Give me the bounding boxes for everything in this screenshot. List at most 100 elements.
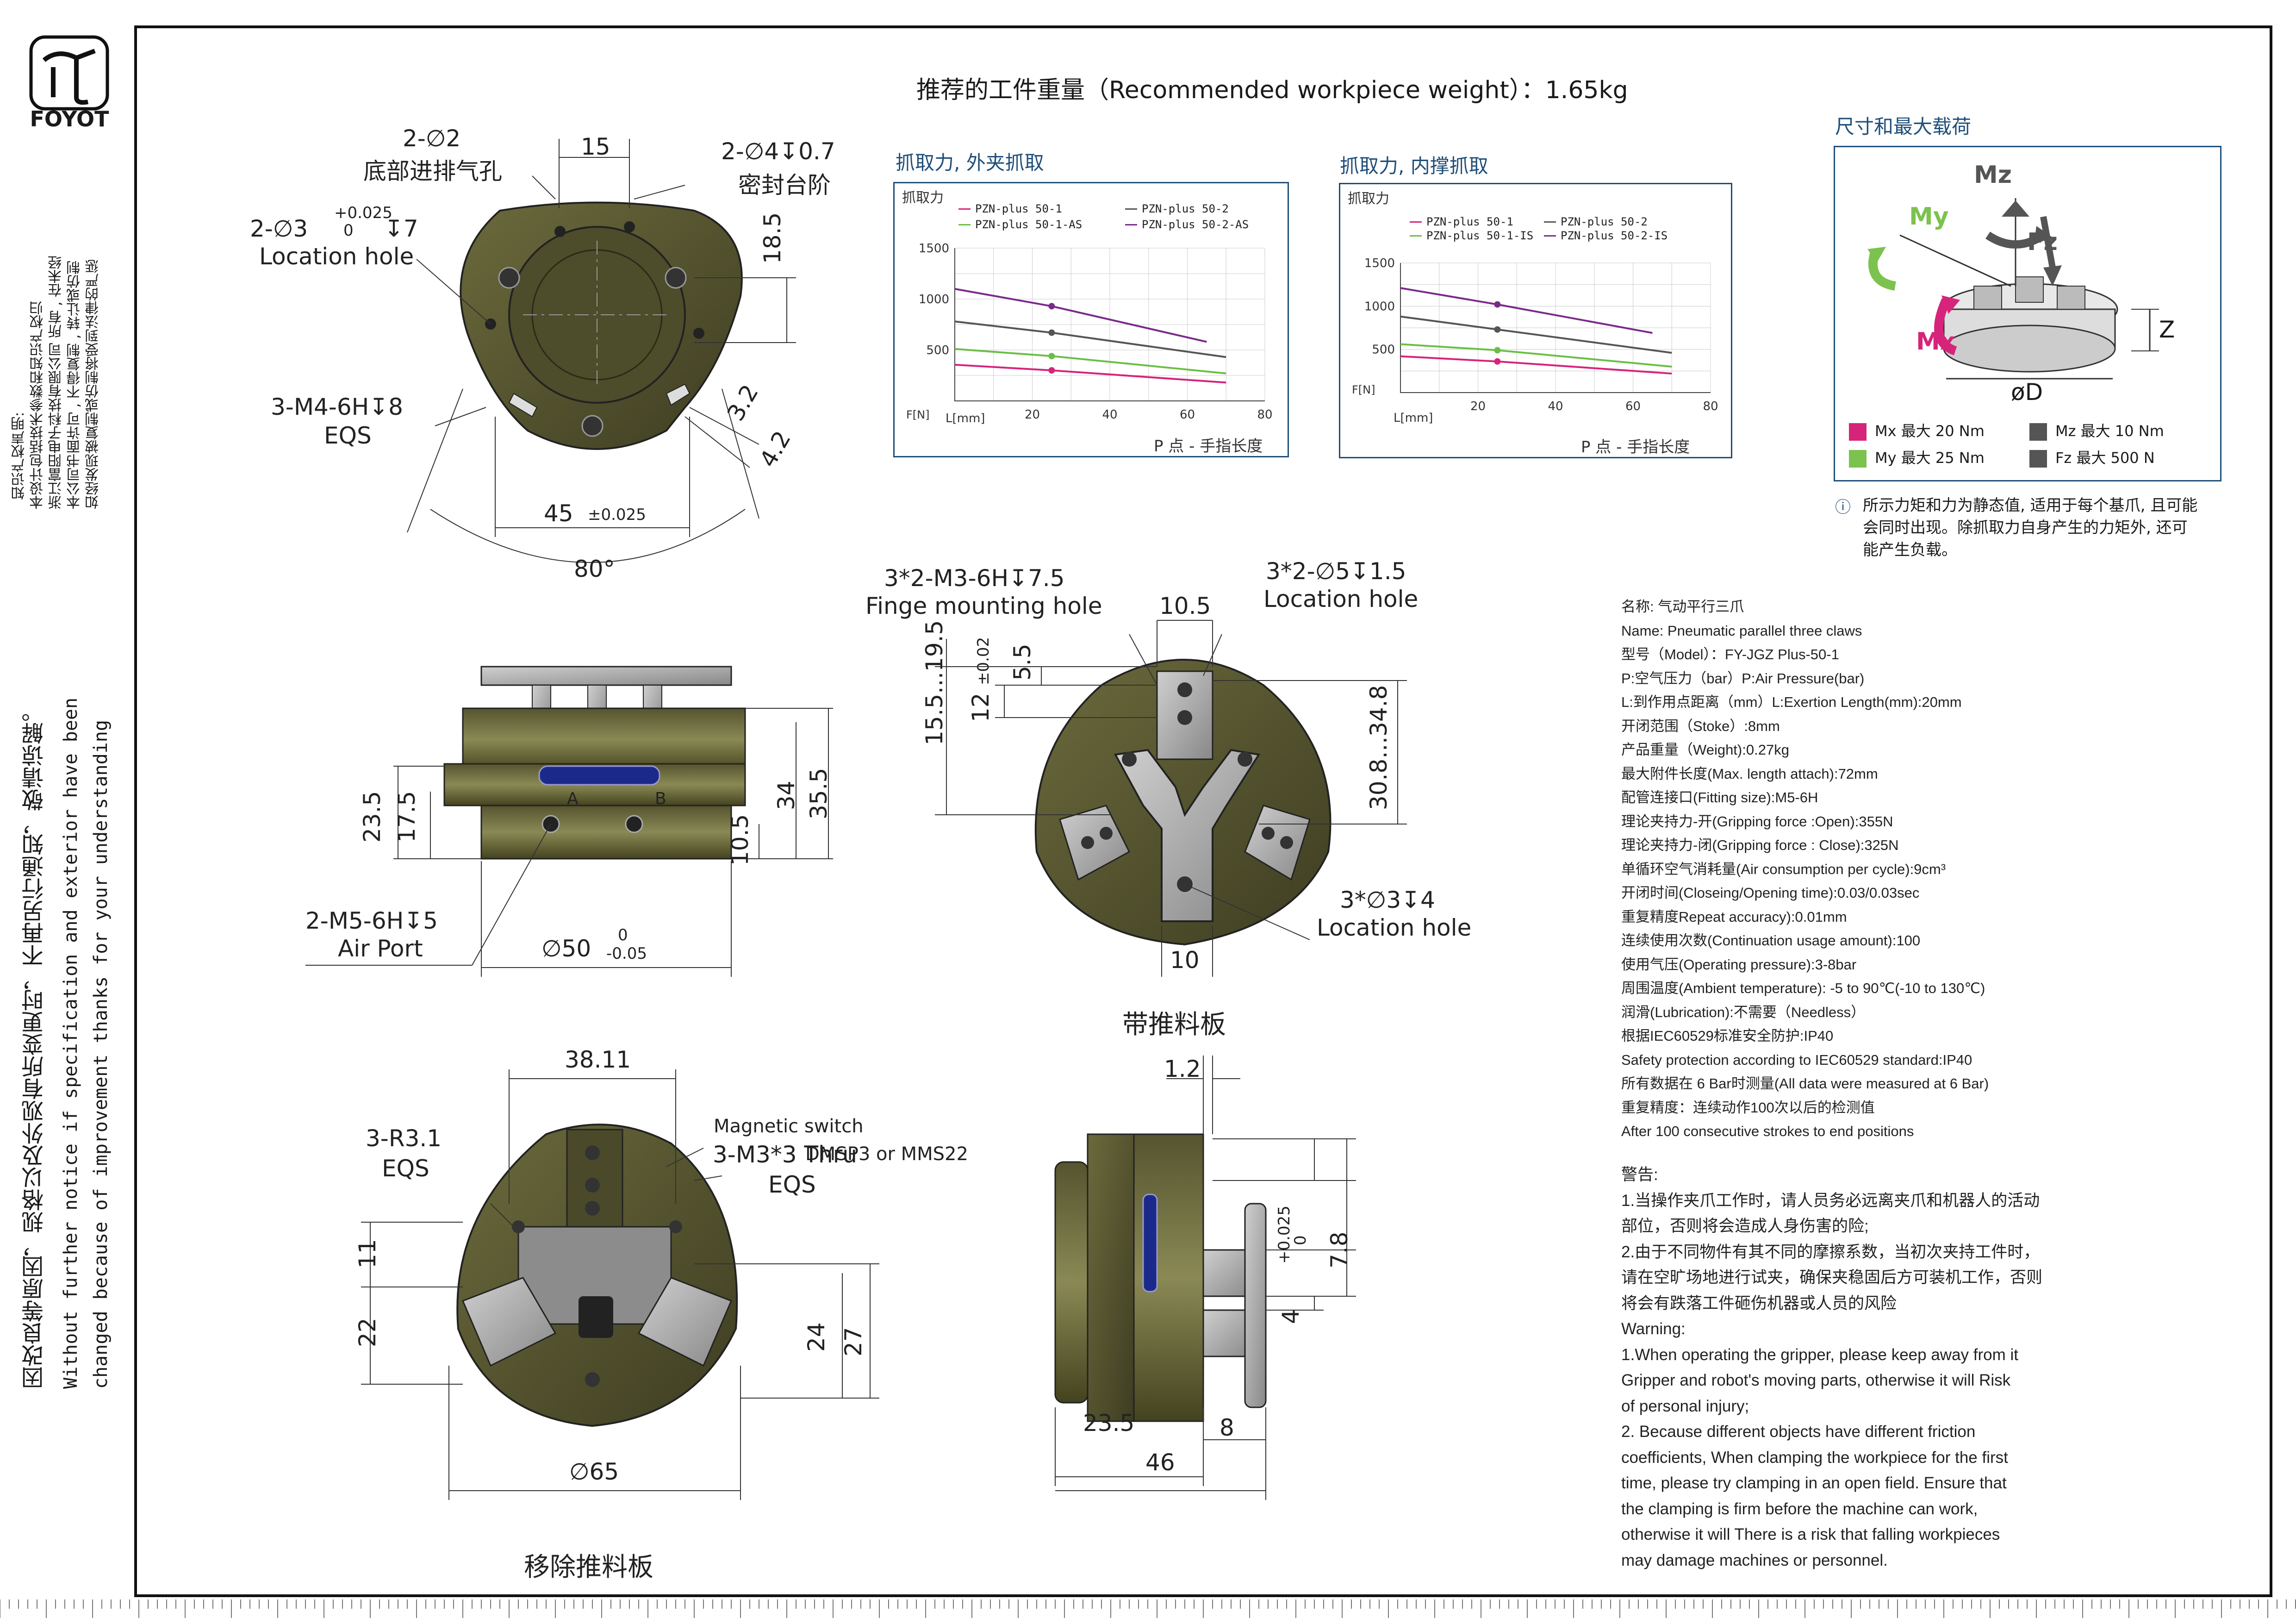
dim-label: Location hole <box>1317 914 1472 941</box>
dim-label: 3-M3*3 Thru <box>713 1141 857 1168</box>
chart-axis <box>954 248 1265 401</box>
dim-label: 11 <box>354 1239 381 1268</box>
legend-swatch <box>1544 235 1556 237</box>
mx-label: Mx <box>1916 328 1956 356</box>
warning-line: may damage machines or personnel. <box>1621 1551 1888 1569</box>
x-tick-label: 40 <box>1548 400 1563 413</box>
dim-label: 2-∅4↧0.7 <box>721 138 835 165</box>
screw-head <box>581 415 604 437</box>
spec-line: 开闭时间(Closeing/Opening time):0.03/0.03sec <box>1621 885 1920 901</box>
legend-swatch <box>1410 221 1422 223</box>
dim-label: ∅65 <box>569 1458 619 1485</box>
dim-tolerance: 0 <box>1291 1235 1310 1245</box>
load-mz-text: Mz 最大 10 Nm <box>2055 422 2164 440</box>
spec-line: 名称: 气动平行三爪 <box>1621 599 1744 615</box>
x-tick-label: 60 <box>1180 408 1195 422</box>
chart-xlabel: P 点 - 手指长度 <box>1154 437 1263 456</box>
legend-swatch <box>958 208 971 210</box>
warning-line: time, please try clamping in an open fie… <box>1621 1474 2007 1492</box>
air-hole <box>554 226 566 237</box>
center-plate <box>517 1226 672 1325</box>
spec-line: 润滑(Lubrication):不需要（Needless） <box>1621 1004 1866 1020</box>
screw-head <box>498 267 520 289</box>
dim-label: 35.5 <box>805 768 832 819</box>
y-tick-label: 1000 <box>1364 300 1395 313</box>
legend-swatch <box>1544 221 1556 223</box>
dim-label: 2-∅3 <box>250 215 308 242</box>
front-view <box>935 620 1407 977</box>
profile-view <box>1054 1056 1356 1500</box>
legend-label: PZN-plus 50-1-AS <box>975 218 1083 231</box>
load-mx-text: Mx 最大 20 Nm <box>1875 422 1985 440</box>
dim-label: 10.5 <box>1159 593 1211 619</box>
legend-swatch <box>1125 224 1137 225</box>
dim-label: 7.8 <box>1326 1231 1353 1268</box>
dim-label: 8 <box>1220 1414 1234 1441</box>
diameter-label: øD <box>2011 379 2043 406</box>
dim-label: 23.5 <box>359 791 386 843</box>
series-point <box>1494 347 1501 354</box>
warning-line: 请在空旷场地进行试夹，确保夹稳固后方可装机工作，否则 <box>1621 1268 2043 1287</box>
load-fz: Fz 最大 500 N <box>2029 446 2155 468</box>
dim-label: 1.2 <box>1164 1056 1201 1082</box>
spec-line: 所有数据在 6 Bar时测量(All data were measured at… <box>1621 1075 1989 1092</box>
profile-finger <box>1244 1203 1267 1408</box>
y-tick-label: 500 <box>926 344 949 357</box>
warning-line: 2. Because different objects have differ… <box>1621 1423 1976 1441</box>
spec-line: 单循环空气消耗量(Air consumption per cycle):9cm³ <box>1621 861 1946 877</box>
series-point <box>1048 353 1055 360</box>
load-mz: Mz 最大 10 Nm <box>2029 419 2164 441</box>
legend-item: PZN-plus 50-2 <box>1544 215 1648 229</box>
spec-line: 连续使用次数(Continuation usage amount):100 <box>1621 932 1921 949</box>
loads-panel: Mz My Fz Mx Z øD Mx 最大 20 Nm Mz 最大 10 Nm… <box>1834 146 2221 481</box>
dim-tolerance: 0 <box>618 926 628 944</box>
x-tick-label: 60 <box>1625 400 1641 413</box>
brand-logo: FOYOT <box>25 32 113 131</box>
legend-item: PZN-plus 50-1 <box>958 202 1062 216</box>
loads-note: 所示力矩和力为静态值, 适用于每个基爪, 且可能 会同时出现。除抓取力自身产生的… <box>1863 494 2197 561</box>
dim-label: 3-R3.1 <box>366 1125 442 1152</box>
chart-ylabel: 抓取力 <box>902 190 944 206</box>
dim-label: Air Port <box>338 935 423 962</box>
dim-label: 10.5 <box>727 814 753 866</box>
dim-label: Location hole <box>259 243 414 270</box>
spec-line: 配管连接口(Fitting size):M5-6H <box>1621 789 1818 806</box>
dim-label: 3*2-∅5↧1.5 <box>1266 558 1406 585</box>
legend-item: PZN-plus 50-2-AS <box>1125 218 1249 231</box>
port-label-b: B <box>655 789 666 808</box>
dim-label: 46 <box>1145 1449 1175 1476</box>
dim-label: 12 <box>967 693 994 722</box>
load-mx: Mx 最大 20 Nm <box>1849 419 1985 441</box>
loads-note-line: 会同时出现。除抓取力自身产生的力矩外, 还可 <box>1863 518 2188 537</box>
x-tick-label: 80 <box>1257 408 1272 422</box>
chart-ylabel: 抓取力 <box>1348 191 1389 207</box>
dim-label: 10 <box>1170 947 1200 974</box>
warning-line: 将会有跌落工件砸伤机器或人员的风险 <box>1621 1294 1897 1312</box>
fz-swatch <box>2029 450 2047 468</box>
warning-line: 警告: <box>1621 1166 1658 1184</box>
my-label: My <box>1909 203 1949 231</box>
chart-title-inner-grip: 抓取力, 内撑抓取 <box>1340 155 1488 177</box>
warning-line: of personal injury; <box>1621 1397 1749 1415</box>
chart-y-unit: F[N] <box>1352 383 1375 396</box>
center-bore <box>508 226 686 404</box>
series-point <box>1494 301 1501 308</box>
spec-line: L:到作用点距离（mm）L:Exertion Length(mm):20mm <box>1621 694 1962 710</box>
dim-tolerance: ±0.02 <box>974 637 993 685</box>
warning-line: the clamping is firm before the machine … <box>1621 1499 1978 1518</box>
air-port-b <box>625 815 643 833</box>
caption-with-plate: 带推料板 <box>1122 1010 1226 1040</box>
front-body <box>1034 659 1332 946</box>
spec-line: 根据IEC60529标准安全防护:IP40 <box>1621 1028 1834 1044</box>
mz-swatch <box>2029 423 2047 441</box>
dim-label: DMSP3 or MMS22 <box>805 1143 968 1165</box>
bottom-jaw-right <box>637 1277 732 1367</box>
legend-label: PZN-plus 50-2-AS <box>1142 218 1249 231</box>
info-icon: ⓘ <box>1835 498 1851 517</box>
legend-label: PZN-plus 50-1 <box>1426 215 1513 228</box>
series-point <box>1048 329 1055 336</box>
fz-label: Fz <box>2027 228 2058 256</box>
logo-icon <box>29 35 109 111</box>
